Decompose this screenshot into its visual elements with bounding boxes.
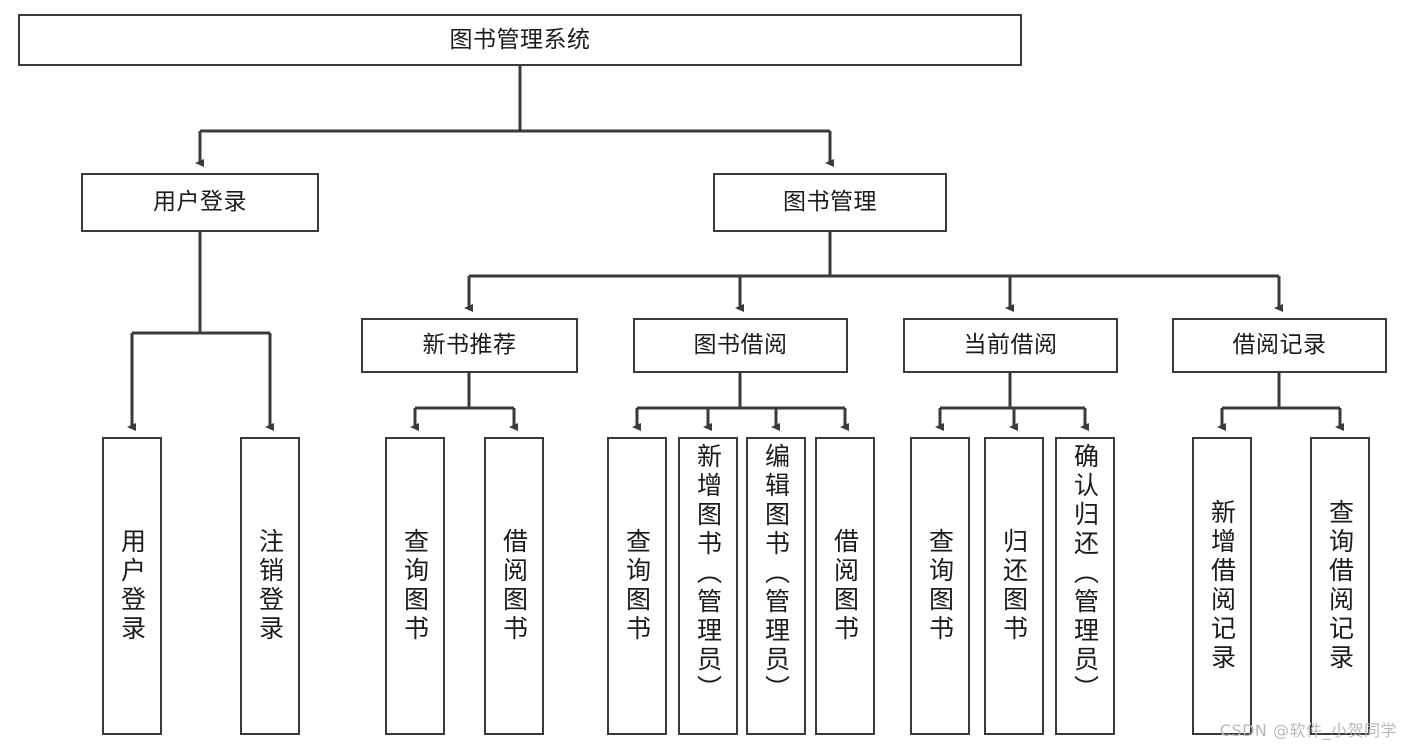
node-leaf-borrow-book[interactable]: 借阅图书 [815,437,875,735]
node-label: 借阅图书 [830,528,860,644]
node-label: 查询借阅记录 [1325,499,1355,673]
node-label: 图书管理 [783,189,877,216]
node-label: 查询图书 [622,528,652,644]
node-label: 查询图书 [925,528,955,644]
node-label: 图书管理系统 [449,26,591,53]
node-leaf-borrow-book-rec[interactable]: 借阅图书 [484,437,544,735]
node-leaf-add-book-admin[interactable]: 新增图书（管理员） [678,437,738,735]
node-label: 确认归还（管理员） [1070,443,1100,704]
node-label: 当前借阅 [963,332,1058,359]
node-book-borrow[interactable]: 图书借阅 [633,318,848,373]
node-label: 新增图书（管理员） [693,443,723,704]
node-label: 用户登录 [117,528,147,644]
node-label: 查询图书 [400,528,430,644]
node-label: 归还图书 [999,528,1029,644]
node-leaf-query-borrow-record[interactable]: 查询借阅记录 [1310,437,1370,735]
node-label: 新增借阅记录 [1207,499,1237,673]
node-root[interactable]: 图书管理系统 [18,14,1022,66]
node-label: 编辑图书（管理员） [761,443,791,704]
node-label: 借阅记录 [1232,332,1327,359]
node-label: 图书借阅 [693,332,788,359]
node-new-book-recommend[interactable]: 新书推荐 [361,318,578,373]
node-label: 新书推荐 [422,332,517,359]
node-borrow-record[interactable]: 借阅记录 [1172,318,1387,373]
node-user-login[interactable]: 用户登录 [81,173,319,232]
node-leaf-return-book[interactable]: 归还图书 [984,437,1044,735]
node-leaf-query-book-borrow[interactable]: 查询图书 [607,437,667,735]
node-book-manage[interactable]: 图书管理 [713,173,947,232]
node-leaf-add-borrow-record[interactable]: 新增借阅记录 [1192,437,1252,735]
node-label: 用户登录 [153,189,247,216]
node-label: 借阅图书 [499,528,529,644]
node-label: 注销登录 [255,528,285,644]
node-leaf-user-login[interactable]: 用户登录 [102,437,162,735]
node-leaf-confirm-return-admin[interactable]: 确认归还（管理员） [1055,437,1115,735]
node-leaf-edit-book-admin[interactable]: 编辑图书（管理员） [746,437,806,735]
node-current-borrow[interactable]: 当前借阅 [903,318,1118,373]
node-leaf-logout[interactable]: 注销登录 [240,437,300,735]
node-leaf-query-book-rec[interactable]: 查询图书 [385,437,445,735]
node-leaf-query-book-cur[interactable]: 查询图书 [910,437,970,735]
